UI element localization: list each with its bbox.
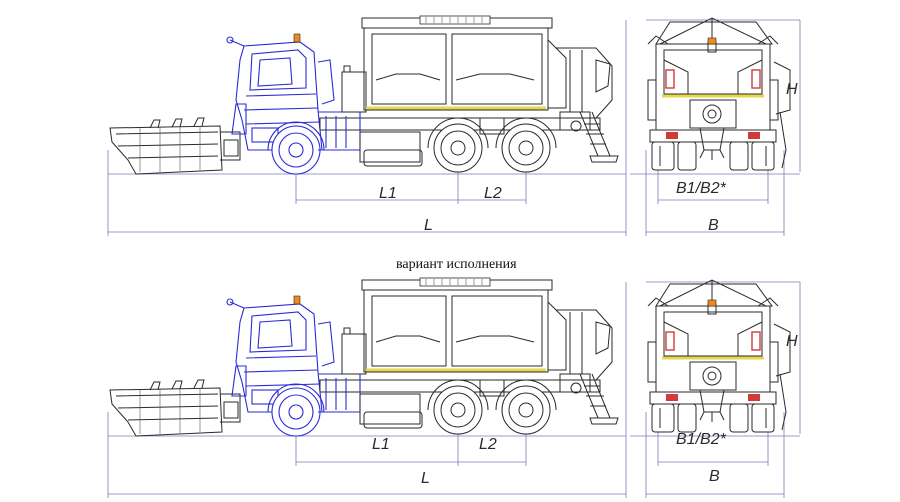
- rear-view-bottom: [628, 278, 802, 500]
- rear-view-top: [628, 16, 802, 238]
- dim-h-bottom: H: [786, 333, 798, 350]
- dim-l2-top: L2: [484, 185, 502, 202]
- dim-l2-bottom: L2: [479, 436, 497, 453]
- side-view-bottom: [106, 276, 628, 500]
- dim-h-top: H: [786, 81, 798, 98]
- dim-b1b2-top: B1/B2*: [676, 180, 727, 197]
- dim-l1-top: L1: [379, 185, 397, 202]
- dim-l1-bottom: L1: [372, 436, 390, 453]
- dim-l-top: L: [424, 217, 433, 234]
- dim-b1b2-bottom: B1/B2*: [676, 431, 727, 448]
- dim-l-bottom: L: [421, 470, 430, 487]
- dim-b-bottom: B: [709, 468, 720, 485]
- dim-b-top: B: [708, 217, 719, 234]
- variant-caption: вариант исполнения: [396, 257, 517, 272]
- side-view-top: [106, 14, 628, 238]
